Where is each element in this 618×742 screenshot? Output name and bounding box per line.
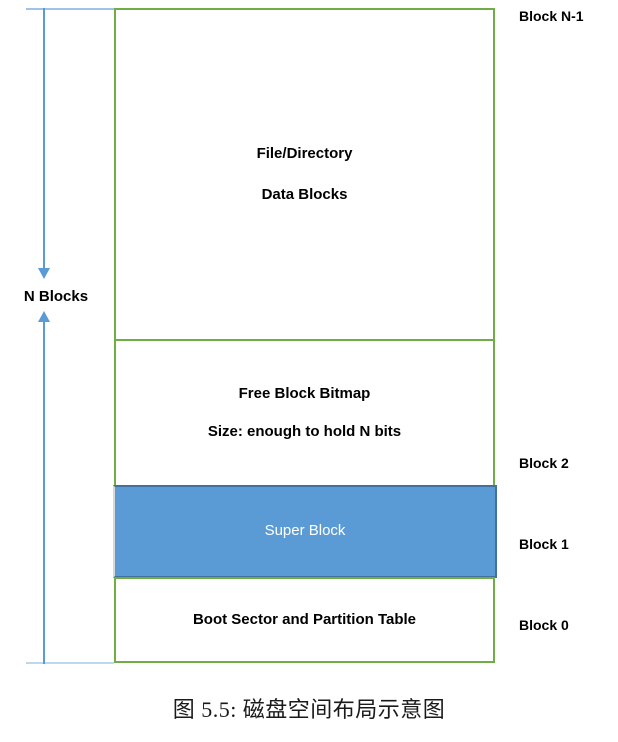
block-data-blocks-line-1: File/Directory	[256, 144, 353, 162]
block-boot-sector-line-1: Boot Sector and Partition Table	[192, 610, 417, 628]
block-boot-sector: Boot Sector and Partition Table	[114, 577, 495, 663]
side-label-block-2: Block 2	[519, 455, 569, 471]
block-data-blocks: File/Directory Data Blocks	[114, 8, 495, 341]
block-super-block-line-1: Super Block	[264, 522, 346, 540]
side-label-block-n-1: Block N-1	[519, 8, 584, 24]
block-stack: File/Directory Data Blocks Free Block Bi…	[113, 8, 497, 663]
span-guide-line-bottom	[26, 662, 114, 664]
block-super-block: Super Block	[113, 485, 497, 578]
side-label-block-1: Block 1	[519, 536, 569, 552]
arrow-down-icon	[38, 268, 50, 279]
side-label-block-0: Block 0	[519, 617, 569, 633]
span-arrow-shaft-upper	[43, 8, 45, 270]
block-free-block-bitmap-line-2: Size: enough to hold N bits	[207, 423, 402, 440]
block-free-block-bitmap: Free Block Bitmap Size: enough to hold N…	[114, 339, 495, 487]
disk-layout-diagram: N Blocks File/Directory Data Blocks Free…	[23, 8, 584, 664]
arrow-up-icon	[38, 311, 50, 322]
span-arrow-shaft-lower	[43, 322, 45, 664]
span-label-n-blocks: N Blocks	[23, 288, 89, 305]
span-guide-line-top	[26, 8, 114, 10]
block-free-block-bitmap-line-1: Free Block Bitmap	[238, 384, 371, 402]
figure-caption: 图 5.5: 磁盘空间布局示意图	[172, 697, 446, 722]
block-data-blocks-line-2: Data Blocks	[261, 186, 348, 203]
